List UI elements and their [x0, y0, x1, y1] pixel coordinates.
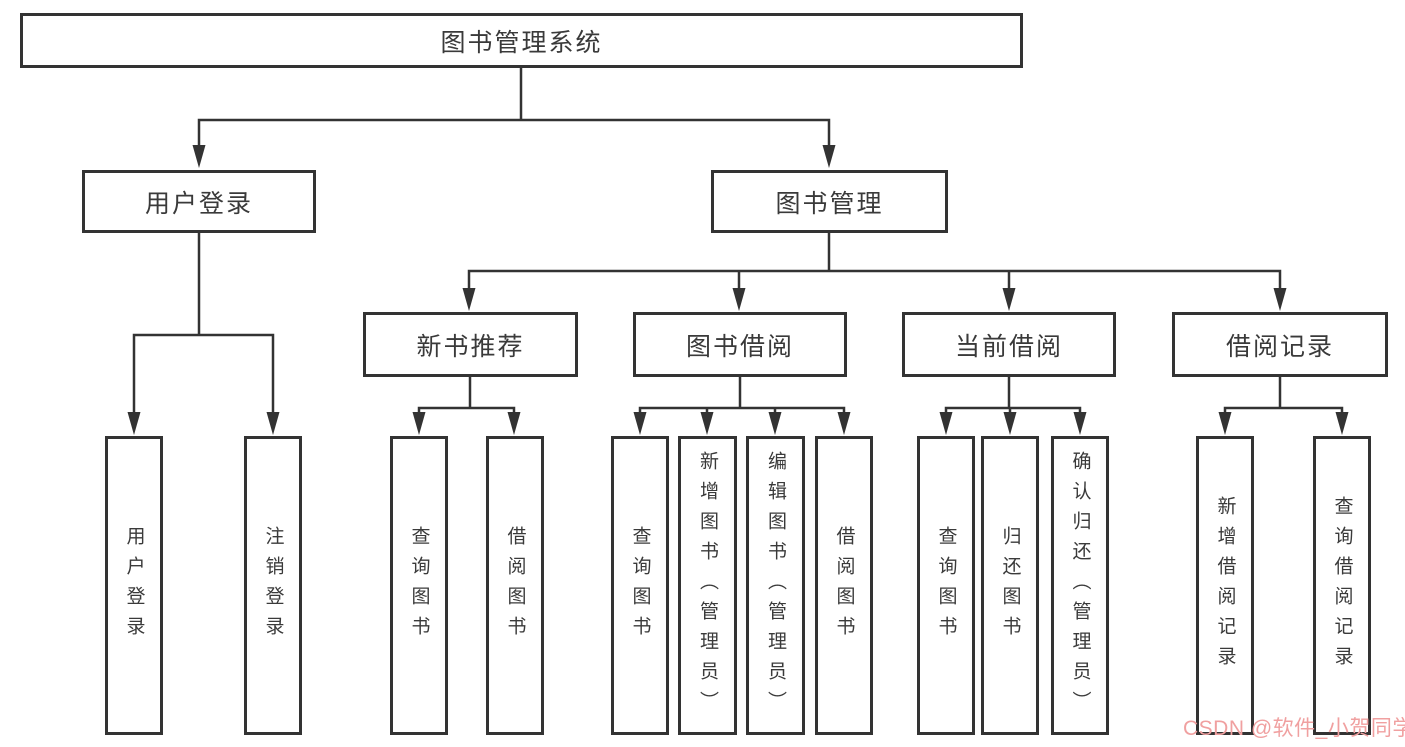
node-label: 借阅图书 — [833, 525, 855, 646]
leaf-query-books-borrow: 查询图书 — [611, 436, 669, 735]
node-label: 编辑图书（管理员） — [765, 450, 786, 721]
node-label: 当前借阅 — [954, 332, 1063, 361]
node-label: 新书推荐 — [416, 332, 525, 361]
leaf-confirm-return-admin: 确认归还（管理员） — [1051, 436, 1109, 735]
leaf-add-book-admin: 新增图书（管理员） — [678, 436, 737, 735]
leaf-borrow-books: 借阅图书 — [815, 436, 873, 735]
node-label: 确认归还（管理员） — [1069, 450, 1091, 721]
node-borrow-records: 借阅记录 — [1172, 312, 1388, 377]
node-label: 图书管理系统 — [440, 28, 603, 57]
leaf-logout: 注销登录 — [244, 436, 302, 735]
node-label: 图书借阅 — [685, 332, 794, 361]
node-label: 新增图书（管理员） — [697, 450, 718, 721]
node-label: 借阅图书 — [504, 525, 526, 646]
leaf-query-books-recommend: 查询图书 — [390, 436, 448, 735]
node-book-management: 图书管理 — [711, 170, 948, 233]
node-user-login: 用户登录 — [82, 170, 316, 233]
node-label: 图书管理 — [775, 189, 884, 218]
node-book-borrow: 图书借阅 — [633, 312, 847, 377]
arrowheads — [127, 145, 1349, 435]
leaf-add-borrow-record: 新增借阅记录 — [1196, 436, 1254, 735]
leaf-user-login: 用户登录 — [105, 436, 163, 735]
node-label: 用户登录 — [123, 525, 145, 646]
node-label: 查询图书 — [408, 525, 430, 646]
node-label: 注销登录 — [262, 525, 284, 646]
node-label: 查询借阅记录 — [1331, 495, 1353, 676]
node-label: 归还图书 — [999, 525, 1021, 646]
node-label: 新增借阅记录 — [1214, 495, 1236, 676]
node-label: 查询图书 — [629, 525, 651, 646]
node-new-book-recommend: 新书推荐 — [363, 312, 578, 377]
node-library-management-system: 图书管理系统 — [20, 13, 1023, 68]
node-current-borrow: 当前借阅 — [902, 312, 1116, 377]
leaf-edit-book-admin: 编辑图书（管理员） — [746, 436, 805, 735]
node-label: 用户登录 — [144, 189, 253, 218]
leaf-return-books: 归还图书 — [981, 436, 1039, 735]
node-label: 查询图书 — [935, 525, 957, 646]
node-label: 借阅记录 — [1225, 332, 1334, 361]
leaf-query-borrow-record: 查询借阅记录 — [1313, 436, 1371, 735]
leaf-query-books-current: 查询图书 — [917, 436, 975, 735]
watermark: CSDN @软件_小贺同学 — [1183, 717, 1405, 740]
leaf-borrow-books-recommend: 借阅图书 — [486, 436, 544, 735]
